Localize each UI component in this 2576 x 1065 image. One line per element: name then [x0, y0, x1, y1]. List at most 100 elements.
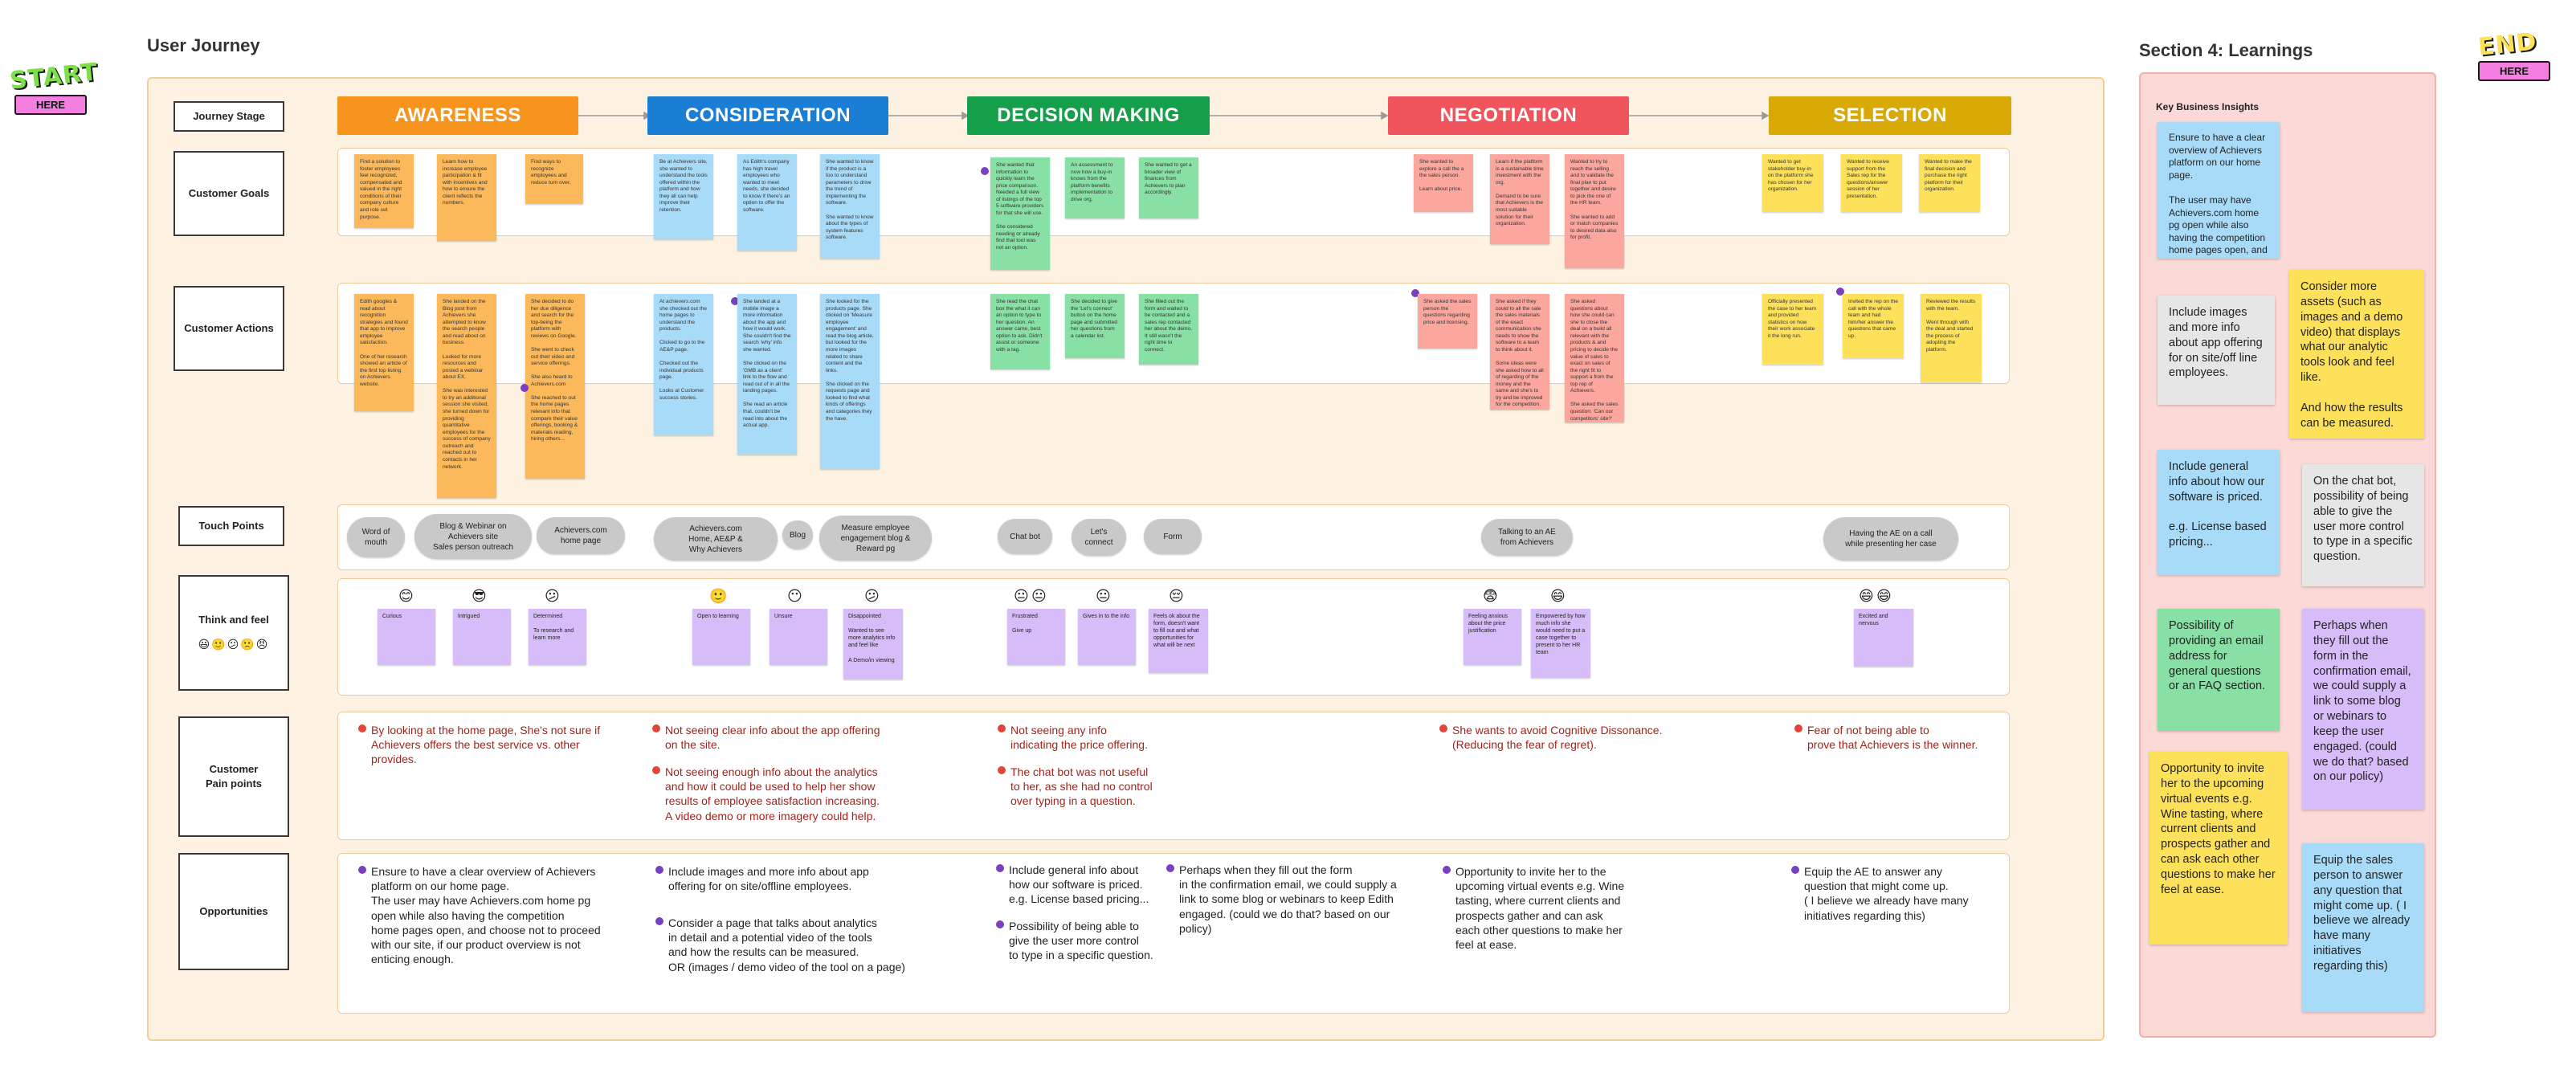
opportunity-bullet-dot — [1166, 864, 1174, 872]
stage-awareness: AWARENESS — [337, 96, 578, 135]
stage-decision-making: DECISION MAKING — [967, 96, 1210, 135]
pain-bullet-dot — [998, 724, 1006, 732]
feel-scale-emoji: 😕 — [227, 639, 241, 652]
action-sticky: She decided to give the 'Let's connect' … — [1065, 294, 1125, 358]
insight-sticky: Include general info about how our softw… — [2158, 450, 2280, 575]
feel-emoji: 😨 — [1483, 588, 1498, 605]
opportunity-bullet-dot — [996, 920, 1004, 928]
opportunity-text: Perhaps when they fill out the form in t… — [1179, 863, 1397, 935]
feel-scale-emoji: 😠 — [255, 639, 270, 652]
opportunity-bullet-dot — [996, 864, 1004, 872]
key-insights-header: Key Business Insights — [2156, 101, 2260, 112]
opportunity-bullet-dot — [1791, 866, 1799, 874]
row-label-pain-points: Customer Pain points — [178, 716, 289, 837]
goal-sticky: An assessment to now how a buy-in knows … — [1065, 157, 1125, 218]
feel-sticky: Unsure — [770, 609, 827, 665]
pain-point: She wants to avoid Cognitive Dissonance.… — [1439, 723, 1693, 752]
opportunity-bullet-dot — [358, 866, 366, 874]
feel-sticky: Gives in to the info — [1078, 609, 1136, 665]
goal-sticky: She wanted to explore a call the a the s… — [1414, 154, 1473, 212]
action-sticky: Edith googles & read about recognition s… — [354, 294, 414, 411]
goal-marker-dot — [981, 167, 989, 175]
feel-emoji: 😕 — [864, 588, 880, 605]
think-emoji-scale: 😃🙂😕🙁😠 — [198, 638, 270, 653]
goal-sticky: Wanted to try to reach the selling and t… — [1565, 154, 1624, 268]
insight-sticky: Possibility of providing an email addres… — [2158, 609, 2280, 731]
pain-point-text: Not seeing any info indicating the price… — [1010, 724, 1148, 752]
feel-emoji: 😊 — [398, 588, 414, 605]
lane-pain-points — [337, 712, 2010, 840]
action-sticky: She looked for the products page. She cl… — [820, 294, 880, 469]
insight-sticky: Consider more assets (such as images and… — [2289, 270, 2424, 439]
start-badge-ribbon: HERE — [14, 95, 87, 115]
action-sticky: She landed on the Blog post from Achieve… — [437, 294, 496, 498]
pain-point: Not seeing clear info about the app offe… — [652, 723, 954, 752]
stage-selection: SELECTION — [1769, 96, 2011, 135]
feel-emoji: 😄 — [1859, 588, 1874, 605]
goal-sticky: Find a solution to foster employees feel… — [354, 154, 414, 228]
goal-sticky: She wanted that information to quickly l… — [990, 157, 1050, 270]
opportunity-bullet-dot — [1443, 866, 1451, 874]
page-title: User Journey — [147, 35, 260, 55]
feel-emoji: 😄 — [1550, 588, 1566, 605]
feel-emoji: 😕 — [545, 588, 560, 605]
pain-point: By looking at the home page, She's not s… — [358, 723, 628, 767]
opportunity: Ensure to have a clear overview of Achie… — [358, 864, 628, 966]
stage-negotiation: NEGOTIATION — [1388, 96, 1629, 135]
touch-point-pill: Achievers.com Home, AE&P & Why Achievers — [654, 517, 778, 561]
pain-point: The chat bot was not useful to her, as s… — [998, 765, 1203, 809]
think-and-feel-label: Think and feel — [198, 613, 269, 626]
pain-point-text: She wants to avoid Cognitive Dissonance.… — [1452, 724, 1663, 752]
pain-point-text: Not seeing clear info about the app offe… — [665, 724, 880, 752]
opportunity: Perhaps when they fill out the form in t… — [1166, 863, 1436, 936]
goal-sticky: Be at Achievers site, she wanted to unde… — [654, 154, 713, 239]
pain-point-text: By looking at the home page, She's not s… — [371, 724, 601, 766]
opportunity-text: Consider a page that talks about analyti… — [668, 916, 905, 973]
feel-emoji: 🙂 — [709, 588, 728, 605]
feel-scale-emoji: 😃 — [198, 639, 212, 652]
opportunity-text: Opportunity to invite her to the upcomin… — [1455, 865, 1625, 951]
goal-sticky: She wanted to know if the product is a t… — [820, 154, 880, 259]
feel-sticky: Disappointed Wanted to see more analytic… — [843, 609, 903, 679]
pain-bullet-dot — [998, 766, 1006, 774]
action-marker-dot — [1836, 288, 1844, 296]
opportunity-text: Ensure to have a clear overview of Achie… — [371, 865, 601, 966]
opportunity: Include images and more info about app o… — [655, 864, 957, 893]
insight-sticky: Perhaps when they fill out the form in t… — [2302, 609, 2424, 810]
feel-sticky: Determined To research and learn more — [529, 609, 586, 665]
insight-sticky: Equip the sales person to answer any que… — [2302, 843, 2424, 1012]
pain-bullet-dot — [652, 766, 660, 774]
feel-sticky: Empowered by how much info she would nee… — [1531, 609, 1590, 678]
touch-point-pill: Talking to an AE from Achievers — [1481, 519, 1573, 556]
action-sticky: Invited the rep on the call with the who… — [1843, 294, 1904, 358]
action-sticky: Reviewed the results with the team. Went… — [1921, 294, 1982, 382]
opportunity-text: Equip the AE to answer any question that… — [1804, 865, 1969, 922]
row-label-customer-goals: Customer Goals — [174, 151, 284, 236]
feel-scale-emoji: 🙁 — [240, 639, 256, 652]
feel-emoji: 😎 — [472, 588, 487, 605]
goal-sticky: Wanted to make the final decision and pu… — [1919, 154, 1980, 212]
goal-sticky: Learn if the platform is a sustainable t… — [1490, 154, 1549, 244]
pain-point-text: Not seeing enough info about the analyti… — [665, 765, 880, 822]
action-sticky: She filled out the form and waited to be… — [1139, 294, 1198, 365]
touch-point-pill: Form — [1144, 519, 1202, 554]
opportunity: Possibility of being able to give the us… — [996, 919, 1178, 963]
opportunity-text: Possibility of being able to give the us… — [1009, 920, 1153, 962]
action-sticky: She decided to do her due diligence and … — [525, 294, 585, 479]
feel-emoji: 😔 — [1169, 588, 1184, 605]
row-label-think-and-feel: Think and feel 😃🙂😕🙁😠 — [178, 575, 289, 691]
goal-sticky: She wanted to get a broader view of fina… — [1139, 157, 1198, 218]
pain-point-text: Fear of not being able to prove that Ach… — [1807, 724, 1978, 752]
row-label-opportunities: Opportunities — [178, 853, 289, 970]
goal-sticky: Wanted to receive support from the Sales… — [1841, 154, 1902, 212]
touch-point-pill: Having the AE on a call while presenting… — [1823, 517, 1958, 561]
opportunity: Opportunity to invite her to the upcomin… — [1443, 864, 1680, 952]
feel-scale-emoji: 🙂 — [211, 639, 227, 652]
touch-point-pill: Measure employee engagement blog & Rewar… — [819, 516, 932, 561]
feel-emoji-secondary: 😄 — [1876, 588, 1892, 605]
pain-bullet-dot — [1794, 724, 1802, 732]
pain-point: Not seeing any info indicating the price… — [998, 723, 1203, 752]
insight-sticky: Opportunity to invite her to the upcomin… — [2149, 752, 2288, 945]
goal-sticky: Find ways to recognize employees and red… — [525, 154, 583, 204]
pain-bullet-dot — [652, 724, 660, 732]
